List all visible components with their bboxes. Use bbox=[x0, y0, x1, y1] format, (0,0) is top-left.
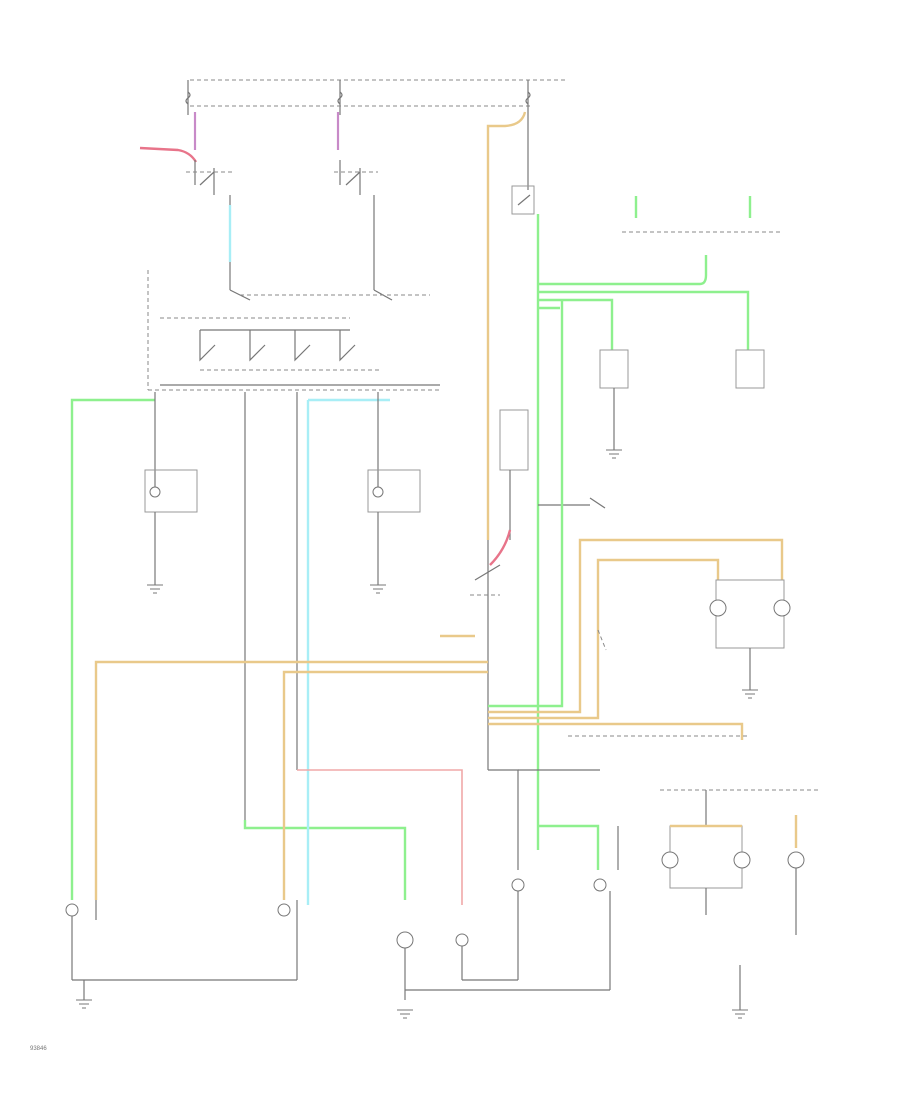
bottom-lamps bbox=[65, 878, 611, 1019]
figure-number: 93846 bbox=[30, 1046, 47, 1052]
switch-outputs bbox=[70, 392, 407, 905]
right-lamps-mid bbox=[599, 349, 765, 459]
center-relay bbox=[470, 409, 529, 770]
power-bus bbox=[185, 79, 565, 115]
left-mid-lamps bbox=[144, 469, 421, 594]
relay-right bbox=[334, 160, 378, 210]
switch-assembly bbox=[147, 262, 440, 391]
brake-switch bbox=[511, 185, 540, 850]
lower-harness bbox=[297, 769, 619, 905]
top-feeds bbox=[139, 105, 529, 540]
bottom-right-lamps bbox=[660, 789, 820, 1019]
right-lamp-group bbox=[597, 579, 791, 699]
yellow-harness bbox=[94, 300, 784, 900]
flasher bbox=[538, 497, 606, 509]
right-modules bbox=[538, 196, 780, 350]
relay-left bbox=[186, 160, 232, 205]
